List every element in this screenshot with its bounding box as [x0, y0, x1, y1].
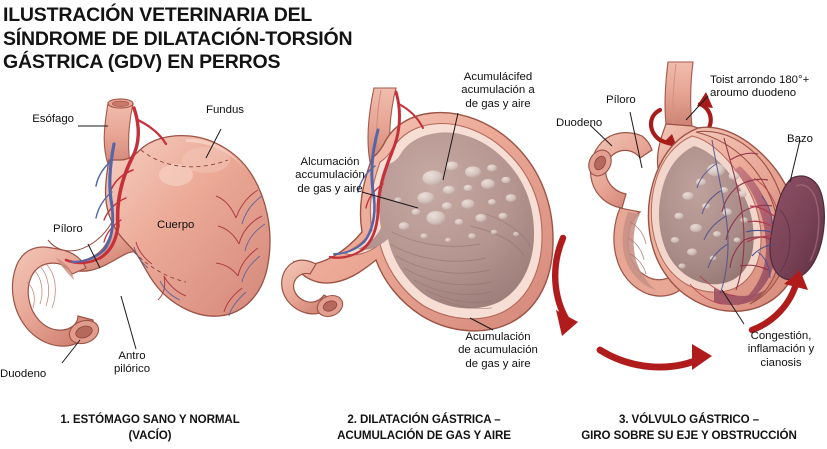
caption-panel-2: 2. DILATACIÓN GÁSTRICA – ACUMULACIÓN DE …: [337, 413, 511, 442]
panel-1-artwork: [11, 98, 271, 364]
label-fundus: Fundus: [206, 104, 244, 116]
panel-2-artwork: [281, 87, 554, 332]
label-bazo: Bazo: [787, 133, 813, 145]
label-antro-pilorico: Antro pilórico: [113, 350, 151, 376]
caption-panel-3: 3. VÓLVULO GÁSTRICO – GIRO SOBRE SU EJE …: [581, 413, 797, 442]
label-congestion: Congestión, inflamación y cianosis: [747, 330, 815, 369]
label-acumulacion-inferior: Acumulación de acumulación de gas y aire: [458, 331, 538, 370]
label-acumulacion-izquierda: Alcumación accumulación de gas y aire: [295, 156, 365, 195]
label-acumulacion-superior: Acumulácifed acumulación a de gas y aire: [461, 71, 535, 110]
panel-3-artwork: [552, 61, 825, 371]
label-duodeno-3: Duodeno: [556, 117, 603, 129]
label-esofago: Esófago: [32, 113, 74, 125]
gas-bubbles: [394, 161, 519, 243]
caption-panel-1: 1. ESTÓMAGO SANO Y NORMAL (VACÍO): [60, 413, 240, 442]
rotation-arrow-left: [552, 234, 578, 336]
rotation-arrow-right: [748, 270, 808, 334]
label-duodeno: Duodeno: [0, 368, 47, 380]
page-title: ILUSTRACIÓN VETERINARIA DEL SÍNDROME DE …: [3, 4, 353, 73]
label-torsion: Toist arrondo 180°+ aroumo duodeno: [710, 74, 810, 100]
label-piloro: Píloro: [53, 223, 83, 235]
rotation-arrow-bottom: [596, 344, 712, 371]
label-piloro-3: Píloro: [606, 94, 636, 106]
label-cuerpo: Cuerpo: [157, 219, 195, 231]
